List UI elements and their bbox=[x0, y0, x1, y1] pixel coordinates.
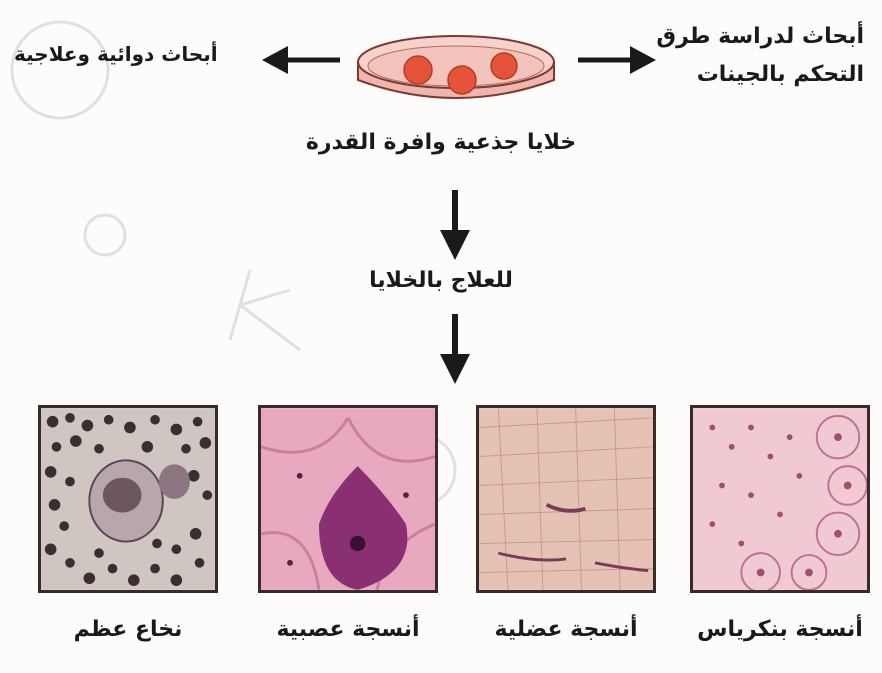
gene-control-research-label: أبحاث لدراسة طرق التحكم بالجينات bbox=[656, 18, 864, 94]
drug-research-label: أبحاث دوائية وعلاجية bbox=[14, 42, 218, 66]
nerve-tissue-micrograph-icon bbox=[261, 408, 435, 590]
muscle-tissue-image bbox=[476, 405, 656, 593]
stem-cells-label: خلايا جذعية وافرة القدرة bbox=[0, 130, 882, 155]
cell-therapy-label: للعلاج بالخلايا bbox=[0, 268, 882, 293]
tissue-label-nerve: أنسجة عصبية bbox=[248, 617, 448, 642]
arrow-down-icon bbox=[437, 188, 473, 260]
arrow-left-icon bbox=[262, 42, 342, 78]
tissue-label-pancreas: أنسجة بنكرياس bbox=[680, 617, 880, 642]
stem-cell-1 bbox=[404, 56, 432, 84]
arrow-down-icon bbox=[437, 312, 473, 384]
stem-cell-3 bbox=[491, 53, 517, 79]
bone-marrow-image bbox=[38, 405, 218, 593]
petri-dish-icon bbox=[350, 22, 562, 114]
arrow-right-icon bbox=[576, 42, 656, 78]
pancreas-tissue-micrograph-icon bbox=[693, 408, 867, 590]
tissue-label-muscle: أنسجة عضلية bbox=[466, 617, 666, 642]
nerve-tissue-image bbox=[258, 405, 438, 593]
pancreas-tissue-image bbox=[690, 405, 870, 593]
muscle-tissue-micrograph-icon bbox=[479, 408, 653, 590]
stem-cell-2 bbox=[448, 66, 476, 94]
tissue-label-bone-marrow: نخاع عظم bbox=[28, 617, 228, 642]
bone-marrow-micrograph-icon bbox=[41, 408, 215, 590]
